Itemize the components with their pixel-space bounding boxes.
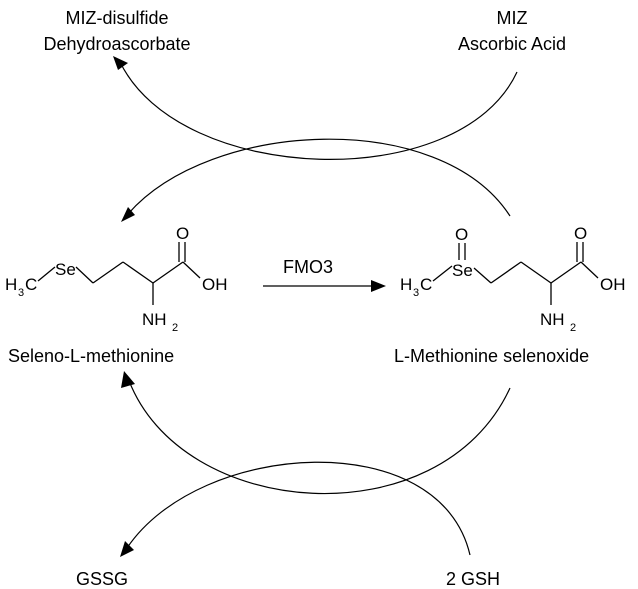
lower-arc-to-seleno-methionine bbox=[127, 377, 511, 495]
se-atom: Se bbox=[55, 260, 76, 279]
h3c-sub-right: 3 bbox=[413, 287, 419, 299]
seleno-methionine-name: Seleno-L-methionine bbox=[8, 346, 174, 366]
ascorbic-acid-label: Ascorbic Acid bbox=[458, 34, 566, 54]
upper-arc-to-miz-disulfide bbox=[119, 61, 518, 160]
amine-sub: 2 bbox=[172, 322, 178, 334]
h3c-sub: 3 bbox=[18, 287, 24, 299]
h3c-h-right: H bbox=[400, 275, 412, 294]
dehydroascorbate-label: Dehydroascorbate bbox=[43, 34, 190, 54]
h3c-h: H bbox=[5, 275, 17, 294]
hydroxyl: OH bbox=[202, 275, 228, 294]
selenoxide-o: O bbox=[455, 225, 468, 244]
h3c-c: C bbox=[25, 275, 37, 294]
enzyme-label: FMO3 bbox=[283, 257, 333, 277]
se-atom-right: Se bbox=[452, 261, 473, 280]
amine-sub-right: 2 bbox=[570, 322, 576, 334]
arrowhead-seleno-methionine-bottom bbox=[121, 371, 135, 388]
h3c-c-right: C bbox=[420, 275, 432, 294]
lower-arc-to-gssg bbox=[126, 461, 471, 556]
gssg-label: GSSG bbox=[76, 569, 128, 589]
miz-disulfide-label: MIZ-disulfide bbox=[65, 8, 168, 28]
carbonyl-o: O bbox=[176, 224, 189, 243]
hydroxyl-right: OH bbox=[600, 275, 626, 294]
methionine-selenoxide-structure: O H 3 C Se O OH NH 2 bbox=[400, 224, 626, 334]
methionine-selenoxide-name: L-Methionine selenoxide bbox=[394, 346, 589, 366]
arrowhead-miz-disulfide bbox=[113, 56, 128, 70]
arrowhead-gssg bbox=[120, 541, 134, 557]
upper-arc-to-seleno-methionine bbox=[127, 138, 511, 217]
seleno-methionine-structure: H 3 C Se O OH NH 2 bbox=[5, 224, 228, 334]
arrowhead-seleno-methionine-top bbox=[121, 207, 135, 222]
forward-arrowhead bbox=[371, 280, 386, 292]
miz-label: MIZ bbox=[497, 8, 528, 28]
amine-nh: NH bbox=[142, 310, 167, 329]
2gsh-label: 2 GSH bbox=[446, 569, 500, 589]
carbonyl-o-right: O bbox=[574, 224, 587, 243]
amine-nh-right: NH bbox=[540, 310, 565, 329]
